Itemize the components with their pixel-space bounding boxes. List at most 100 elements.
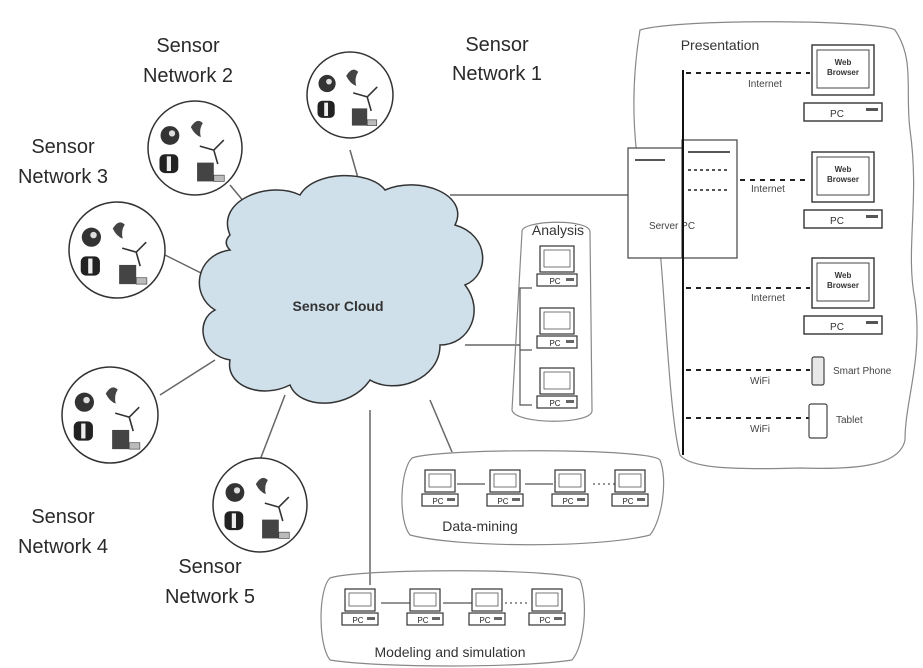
pc-drive-icon	[566, 278, 574, 281]
camera-lens-icon	[83, 396, 90, 404]
web-browser-label-line1: Web	[835, 271, 852, 280]
pc-label: PC	[479, 616, 490, 625]
camera-lens-icon	[326, 78, 332, 85]
pc-drive-icon	[637, 498, 645, 501]
pc-screen-icon	[493, 473, 517, 488]
pc-base-icon	[406, 612, 444, 626]
station-icon	[119, 264, 137, 285]
station-base-icon	[366, 119, 378, 126]
smart-phone-icon	[811, 356, 825, 386]
pc-base-icon	[536, 335, 578, 349]
pc-base-icon	[536, 273, 578, 287]
pc-label: PC	[549, 399, 560, 408]
browser-pc-drive-icon	[866, 215, 878, 218]
people-icon-gap	[88, 258, 93, 274]
web-browser-label-line1: Web	[835, 165, 852, 174]
sensor-node-circle	[306, 51, 394, 139]
station-base-icon	[213, 174, 225, 182]
web-browser-label-line2: Browser	[827, 281, 859, 290]
station-icon	[351, 108, 368, 126]
sensor-node-circle	[212, 457, 308, 553]
pc-base-icon	[486, 493, 524, 507]
presentation-boundary	[633, 21, 918, 470]
pc-base-icon	[341, 612, 379, 626]
link-sensor-network-5	[259, 394, 286, 461]
smart-phone-label: Smart Phone	[833, 366, 892, 377]
web-browser-label-line2: Browser	[827, 175, 859, 184]
sensor-network-2-label-line2: Network 2	[143, 65, 233, 87]
pc-drive-icon	[447, 498, 455, 501]
pc-screen-icon	[535, 592, 559, 607]
link-data-mining	[429, 399, 453, 453]
sensor-node-circle	[68, 201, 166, 299]
modeling-pcs: PC PC PC PC	[341, 588, 566, 626]
pc-drive-icon	[367, 617, 375, 620]
sensor-cloud: Sensor Cloud	[198, 174, 484, 404]
modeling-pc-3: PC	[468, 588, 506, 626]
data-mining-boundary	[401, 450, 665, 546]
analysis-title: Analysis	[532, 222, 584, 238]
pc-label: PC	[432, 497, 443, 506]
browser-screen-icon	[816, 49, 870, 89]
data-mining-pcs: PC PC PC PC	[421, 469, 649, 507]
pc-label: PC	[352, 616, 363, 625]
data-mining-pc-2: PC	[486, 469, 524, 507]
sensor-node-circle	[147, 100, 243, 196]
connection-lines	[159, 149, 640, 585]
data-mining-pc-4: PC	[611, 469, 649, 507]
pc-drive-icon	[512, 498, 520, 501]
station-base-icon	[278, 531, 290, 539]
pc-screen-icon	[618, 473, 642, 488]
sensor-network-2-label-line1: Sensor	[156, 35, 220, 57]
pc-label: PC	[622, 497, 633, 506]
data-mining-group: Data-mining	[401, 450, 665, 546]
pc-screen-icon	[543, 311, 571, 330]
modeling-title: Modeling and simulation	[375, 644, 526, 660]
people-icon-gap	[166, 156, 171, 171]
pc-label: PC	[417, 616, 428, 625]
server-right-tower	[681, 139, 738, 259]
sensor-network-4-label-line2: Network 4	[18, 536, 108, 558]
pc-drive-icon	[577, 498, 585, 501]
browser-screen-icon	[816, 156, 870, 196]
analysis-bus	[519, 287, 532, 406]
camera-lens-icon	[233, 487, 241, 494]
pc-label: PC	[539, 616, 550, 625]
analysis-pc-2: PC	[536, 307, 578, 349]
link-sensor-network-3	[164, 254, 206, 276]
browser-pc-drive-icon	[866, 321, 878, 324]
bird-icon	[190, 120, 203, 138]
turbine-icon	[121, 241, 147, 267]
pc-screen-icon	[543, 371, 571, 390]
modeling-boundary	[320, 570, 585, 667]
pc-base-icon	[551, 493, 589, 507]
sensor-network-node-4	[61, 366, 159, 464]
pc-drive-icon	[494, 617, 502, 620]
pc-base-icon	[421, 493, 459, 507]
pc-screen-icon	[348, 592, 372, 607]
browser-screen-icon	[816, 262, 870, 302]
pc-base-icon	[611, 493, 649, 507]
link-sensor-network-4	[159, 359, 216, 396]
sensor-network-3-label-line2: Network 3	[18, 166, 108, 188]
browser-pc-base-icon	[803, 102, 883, 122]
web-browser-label-line2: Browser	[827, 68, 859, 77]
tablet-label: Tablet	[836, 415, 863, 426]
sensor-network-labels: Sensor Network 1 Sensor Network 2 Sensor…	[18, 34, 542, 608]
sensor-network-node-1	[306, 51, 394, 139]
tablet-icon	[808, 403, 828, 439]
pc-label: PC	[562, 497, 573, 506]
pc-screen-icon	[558, 473, 582, 488]
sensor-network-node-3	[68, 201, 166, 299]
server-label: Server PC	[649, 221, 695, 232]
sensor-network-node-5	[212, 457, 308, 553]
station-icon	[262, 519, 279, 539]
sensor-node-circle	[61, 366, 159, 464]
pc-screen-icon	[543, 249, 571, 268]
analysis-pc-1: PC	[536, 245, 578, 287]
turbine-icon	[199, 139, 225, 165]
browser-pc-drive-icon	[866, 108, 878, 111]
